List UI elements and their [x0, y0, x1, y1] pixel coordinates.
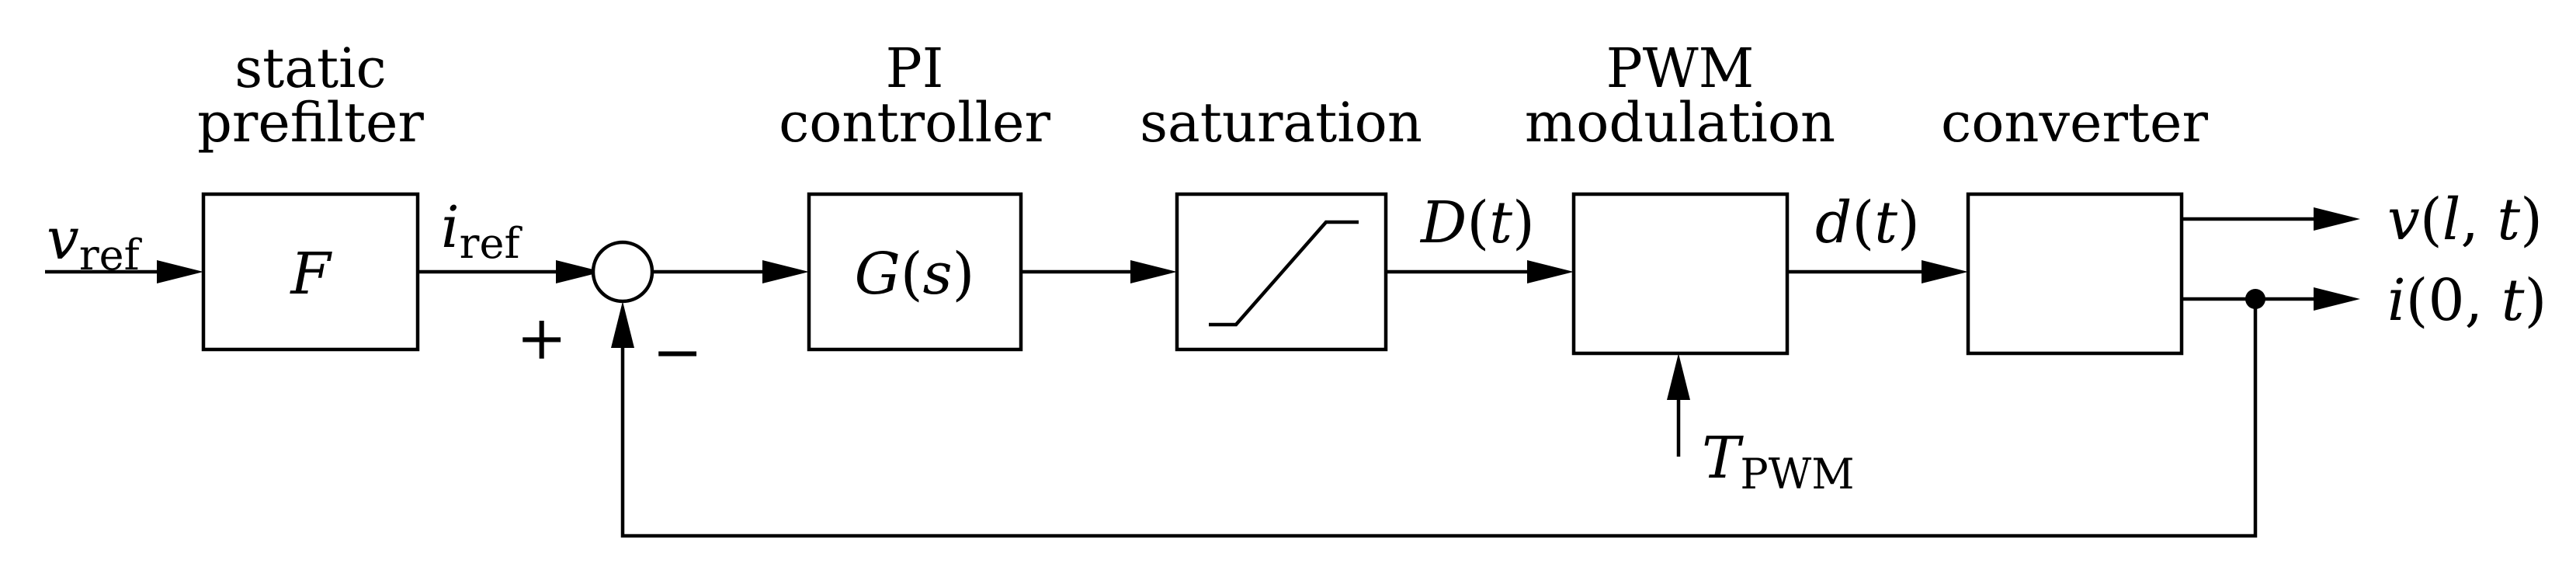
arrow-into-pi	[762, 260, 809, 283]
arrow-out-v	[2314, 207, 2360, 231]
pwm-modulation-block	[1571, 192, 1790, 356]
arrow-into-saturation	[1130, 260, 1177, 283]
i-ref-sub: ref	[460, 219, 523, 268]
converter-block	[1966, 192, 2184, 356]
junction-minus-sign: −	[652, 318, 703, 388]
pwm-title-line2: modulation	[1525, 91, 1835, 155]
label-t-pwm: TPWM	[1702, 425, 1855, 499]
out-v-fn: v	[2387, 186, 2420, 253]
pi-paren-open: (	[901, 241, 923, 308]
arrow-into-pwm	[1527, 260, 1574, 283]
duty-arg: t	[1874, 189, 1897, 256]
summing-junction	[591, 240, 654, 304]
junction-plus-sign: +	[516, 304, 567, 374]
duty-cont-arg: t	[1489, 189, 1512, 256]
label-v-ref: vref	[47, 206, 143, 280]
prefilter-title-line2: prefilter	[197, 91, 424, 155]
out-i-paren-open: (	[2406, 267, 2428, 334]
out-v-comma: ,	[2460, 186, 2497, 253]
pwm-title-line1: PWM	[1606, 36, 1755, 100]
label-output-voltage: v(l, t)	[2387, 186, 2543, 253]
prefilter-title-line1: static	[234, 36, 387, 100]
out-v-arg2: t	[2497, 186, 2520, 253]
arrow-feedback-into-junction	[611, 301, 634, 348]
pi-fn-name: G	[855, 241, 901, 308]
arrow-out-i	[2314, 287, 2360, 311]
controller-title-line2: controller	[779, 91, 1050, 155]
converter-title: converter	[1941, 91, 2208, 155]
pi-transfer-function: G(s)	[855, 241, 975, 308]
out-v-paren-open: (	[2420, 186, 2442, 253]
prefilter-content: F	[289, 241, 332, 308]
label-duty: d(t)	[1815, 189, 1920, 256]
arrow-heads	[157, 207, 2360, 400]
label-output-current: i(0, t)	[2387, 267, 2546, 334]
arrow-into-converter	[1922, 260, 1968, 283]
controller-title-line1: PI	[886, 36, 944, 100]
prefilter-block	[201, 192, 420, 352]
v-ref-base: v	[47, 206, 79, 273]
out-v-arg1: l	[2442, 186, 2461, 253]
out-v-paren-close: )	[2520, 186, 2543, 253]
duty-fn: d	[1815, 189, 1852, 256]
saturation-title: saturation	[1140, 91, 1422, 155]
out-i-fn: i	[2387, 267, 2406, 334]
label-i-ref: iref	[441, 194, 522, 268]
duty-cont-paren-close: )	[1512, 189, 1535, 256]
arrow-into-prefilter	[157, 260, 203, 283]
out-i-paren-close: )	[2524, 267, 2546, 334]
pi-paren-close: )	[953, 241, 975, 308]
arrow-tpwm-into-pwm	[1667, 353, 1690, 400]
arrow-into-junction	[556, 260, 602, 283]
duty-cont-fn: D	[1419, 189, 1467, 256]
saturation-curve-icon	[1209, 220, 1359, 327]
duty-cont-paren-open: (	[1467, 189, 1489, 256]
t-pwm-base: T	[1702, 425, 1744, 492]
branch-point	[2245, 289, 2265, 309]
t-pwm-sub: PWM	[1740, 450, 1854, 499]
duty-paren-close: )	[1897, 189, 1920, 256]
label-duty-continuous: D(t)	[1419, 189, 1535, 256]
pi-fn-arg: s	[923, 241, 953, 308]
wire-feedback	[620, 299, 2258, 538]
i-ref-base: i	[441, 194, 460, 261]
v-ref-sub: ref	[79, 231, 143, 280]
pi-controller-block	[807, 192, 1023, 352]
duty-paren-open: (	[1852, 189, 1874, 256]
out-i-arg2: t	[2501, 267, 2525, 334]
out-i-comma: ,	[2465, 267, 2501, 334]
out-i-arg1: 0	[2428, 267, 2465, 334]
